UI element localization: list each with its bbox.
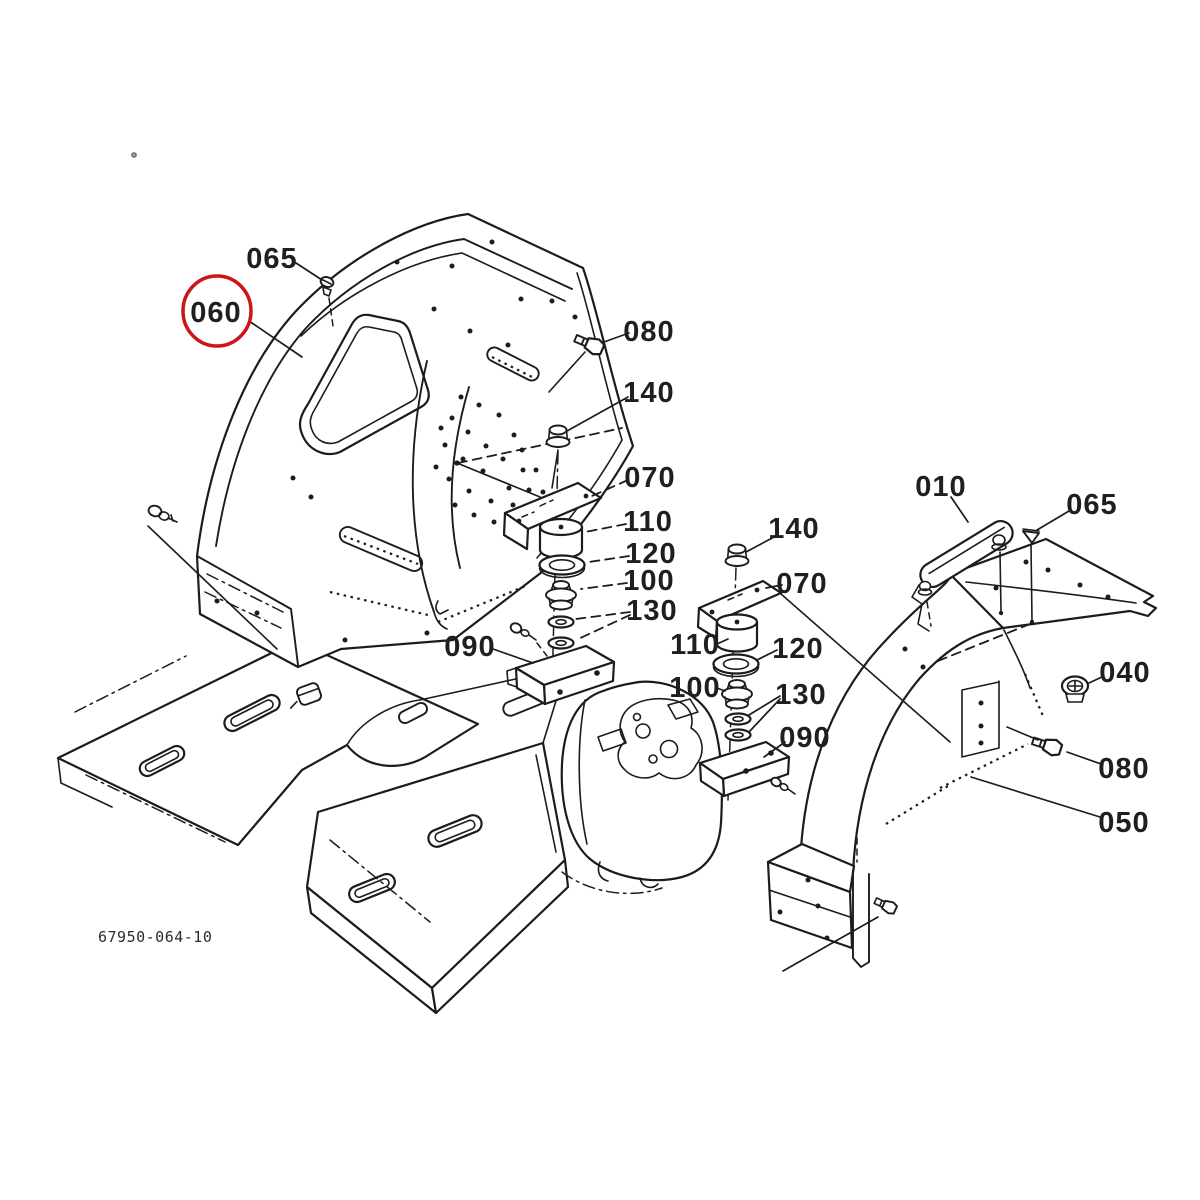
bolt-090-left bbox=[509, 622, 548, 657]
bolt-090-right bbox=[770, 776, 796, 795]
bushing-110-left bbox=[538, 517, 584, 560]
floor-step-panels bbox=[56, 639, 570, 1015]
callout-100-left: 100 bbox=[623, 565, 674, 597]
callout-080-right: 080 bbox=[1098, 753, 1149, 785]
callout-110-right: 110 bbox=[670, 629, 720, 661]
transmission-case bbox=[560, 680, 723, 895]
callout-130-right: 130 bbox=[775, 679, 826, 711]
right-mount-stack bbox=[696, 543, 951, 801]
left-mount-stack bbox=[454, 424, 616, 706]
callout-050: 050 bbox=[1098, 807, 1149, 839]
highlight-circle-060 bbox=[181, 274, 253, 348]
callout-100-right: 100 bbox=[669, 672, 720, 704]
callout-060: 060 bbox=[190, 297, 241, 329]
cap-nut-040 bbox=[1060, 675, 1090, 703]
callout-080-left: 080 bbox=[623, 316, 674, 348]
left-fender-060 bbox=[195, 212, 635, 669]
callout-070-right: 070 bbox=[776, 568, 827, 600]
callout-140-left: 140 bbox=[623, 377, 674, 409]
washers-130-right bbox=[724, 712, 752, 742]
bolt-right-foot bbox=[873, 897, 898, 915]
bolt-080-right bbox=[1030, 736, 1064, 757]
nut-140-left bbox=[545, 424, 571, 489]
callout-090-left: 090 bbox=[444, 631, 495, 663]
callout-010: 010 bbox=[915, 471, 966, 503]
bracket-090-right bbox=[698, 740, 791, 798]
callout-065-right: 065 bbox=[1066, 489, 1117, 521]
grab-handle-010 bbox=[911, 520, 1014, 632]
mount-100-right bbox=[721, 679, 753, 710]
figure-code: 67950-064-10 bbox=[98, 928, 212, 946]
bolt-left-side bbox=[147, 504, 178, 523]
callout-labels: 065 060 080 140 070 110 120 100 130 090 … bbox=[190, 243, 1150, 839]
bolt-080-left bbox=[573, 334, 606, 356]
callout-040: 040 bbox=[1099, 657, 1150, 689]
ring-120-left bbox=[538, 554, 586, 579]
handle-bolt-right bbox=[991, 534, 1007, 616]
fender-hole-dots bbox=[214, 239, 578, 643]
bracket-070-left bbox=[502, 481, 603, 551]
callout-120-right: 120 bbox=[772, 633, 823, 665]
callout-065-left: 065 bbox=[246, 243, 297, 275]
callout-090-right: 090 bbox=[779, 722, 830, 754]
nut-140-right bbox=[724, 543, 750, 567]
leader-lines bbox=[248, 262, 1105, 818]
bracket-090-left bbox=[506, 644, 616, 706]
mount-100-left bbox=[545, 580, 577, 611]
callout-110-left: 110 bbox=[623, 506, 673, 538]
callout-140-right: 140 bbox=[768, 513, 819, 545]
screw-065-right bbox=[1022, 528, 1040, 625]
washers-130-left bbox=[547, 615, 575, 650]
wiring-clamp bbox=[289, 682, 322, 709]
ring-120-right bbox=[712, 653, 760, 678]
handle-bolt-left bbox=[917, 580, 933, 627]
bushing-110-right bbox=[715, 613, 759, 653]
callout-130-left: 130 bbox=[626, 595, 677, 627]
scan-speck bbox=[131, 152, 137, 158]
callout-070-left: 070 bbox=[624, 462, 675, 494]
callout-120-left: 120 bbox=[625, 538, 676, 570]
